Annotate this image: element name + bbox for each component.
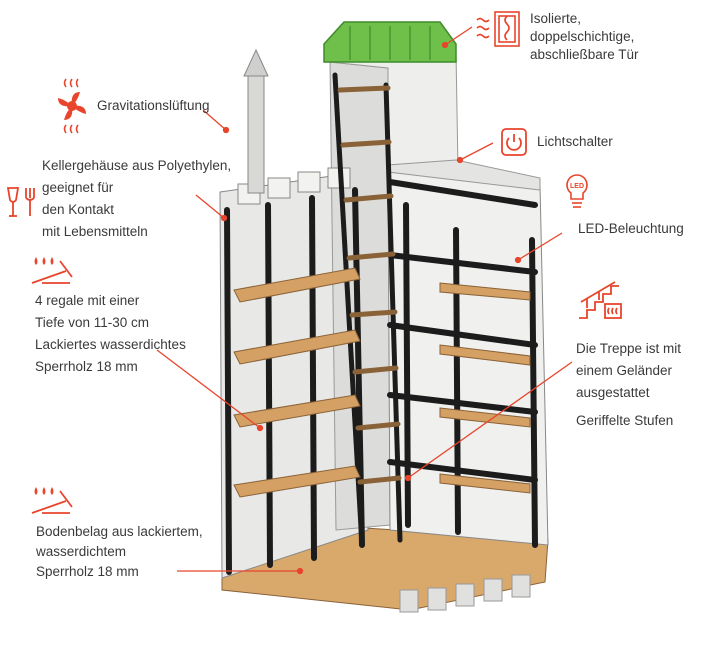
led-callout: LED-Beleuchtung	[578, 220, 684, 238]
housing-line-3: den Kontakt	[42, 202, 115, 217]
led-icon-text: LED	[570, 183, 584, 190]
waterproof-floor-icon	[31, 487, 73, 514]
shelves-line-1: 4 regale mit einer	[35, 293, 140, 308]
stairs-line-3: ausgestattet	[576, 385, 650, 400]
door-callout: Isolierte, doppelschichtige, abschließba…	[530, 10, 639, 64]
food-safe-icon	[6, 187, 35, 217]
floor-line-2: wasserdichtem	[36, 544, 127, 559]
shelves-line-4: Sperrholz 18 mm	[35, 359, 138, 374]
power-switch-icon	[501, 128, 527, 156]
vent-cap	[243, 48, 269, 77]
switch-line-1: Lichtschalter	[537, 134, 613, 149]
housing-line-4: mit Lebensmitteln	[42, 224, 148, 239]
shelves-line-2: Tiefe von 11-30 cm	[35, 315, 150, 330]
stairs-icon	[579, 281, 622, 319]
door-line-3: abschließbare Tür	[530, 47, 639, 62]
stairs-line-4: Geriffelte Stufen	[576, 413, 674, 428]
housing-line-1: Kellergehäuse aus Polyethylen,	[42, 158, 232, 173]
floor-callout: Bodenbelag aus lackiertem, wasserdichtem…	[36, 522, 203, 582]
vent-pipe	[247, 74, 265, 194]
switch-callout: Lichtschalter	[537, 133, 613, 151]
floor-line-1: Bodenbelag aus lackiertem,	[36, 524, 203, 539]
stairs-line-1: Die Treppe ist mit	[576, 341, 682, 356]
shelves-line-3: Lackiertes wasserdichtes	[35, 337, 186, 352]
stairs-line-2: einem Geländer	[576, 363, 673, 378]
leader-lines	[156, 26, 573, 575]
led-bulb-icon: LED	[566, 174, 588, 208]
ventilation-line-1: Gravitationslüftung	[97, 98, 210, 113]
right-roof	[387, 159, 541, 191]
ventilation-callout: Gravitationslüftung	[97, 97, 210, 115]
right-shelves	[439, 282, 531, 494]
ventilation-fan-icon	[58, 78, 86, 134]
base-blocks	[399, 574, 531, 613]
housing-callout: Kellergehäuse aus Polyethylen, geeignet …	[42, 155, 231, 243]
left-shelves	[233, 267, 361, 498]
waterproof-icon	[31, 257, 73, 284]
door-line-1: Isolierte,	[530, 11, 582, 26]
floor-line-3: Sperrholz 18 mm	[36, 564, 139, 579]
led-line-1: LED-Beleuchtung	[578, 221, 684, 236]
housing-line-2: geeignet für	[42, 180, 114, 195]
door-line-2: doppelschichtige,	[530, 29, 635, 44]
insulation-icon	[476, 11, 520, 47]
shelves-callout: 4 regale mit einer Tiefe von 11-30 cm La…	[35, 290, 186, 378]
ladder-rungs	[337, 85, 402, 485]
stairs-callout: Die Treppe ist mit einem Geländer ausges…	[576, 338, 681, 432]
